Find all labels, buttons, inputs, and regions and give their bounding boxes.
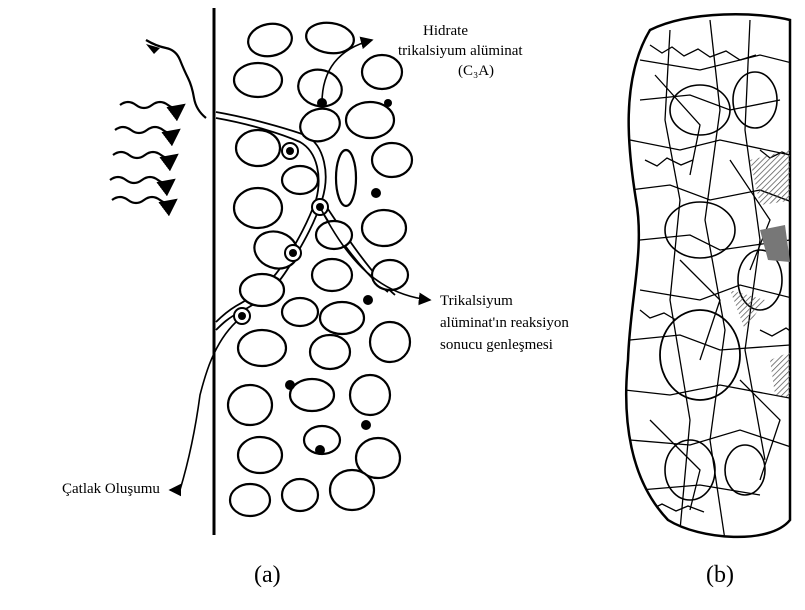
reaction-label-line2: alüminat'ın reaksiyon — [440, 316, 569, 331]
reaction-label-line1: Trikalsiyum — [440, 294, 513, 309]
panel-b — [625, 14, 800, 540]
caption-a: (a) — [254, 563, 281, 587]
crack-formation-label: Çatlak Oluşumu — [62, 482, 160, 497]
panel-a — [110, 8, 430, 535]
specimen-outline — [626, 14, 790, 537]
hydrate-label-line1: Hidrate — [423, 24, 468, 39]
hydrate-label-line2: trikalsiyum alüminat — [398, 44, 523, 59]
reaction-label-line3: sonucu genleşmesi — [440, 338, 553, 353]
aggregates — [228, 20, 412, 516]
ingress-arrows — [110, 40, 206, 203]
caption-b: (b) — [706, 563, 734, 587]
hydrate-label-line3: (C₃A) — [458, 64, 494, 79]
